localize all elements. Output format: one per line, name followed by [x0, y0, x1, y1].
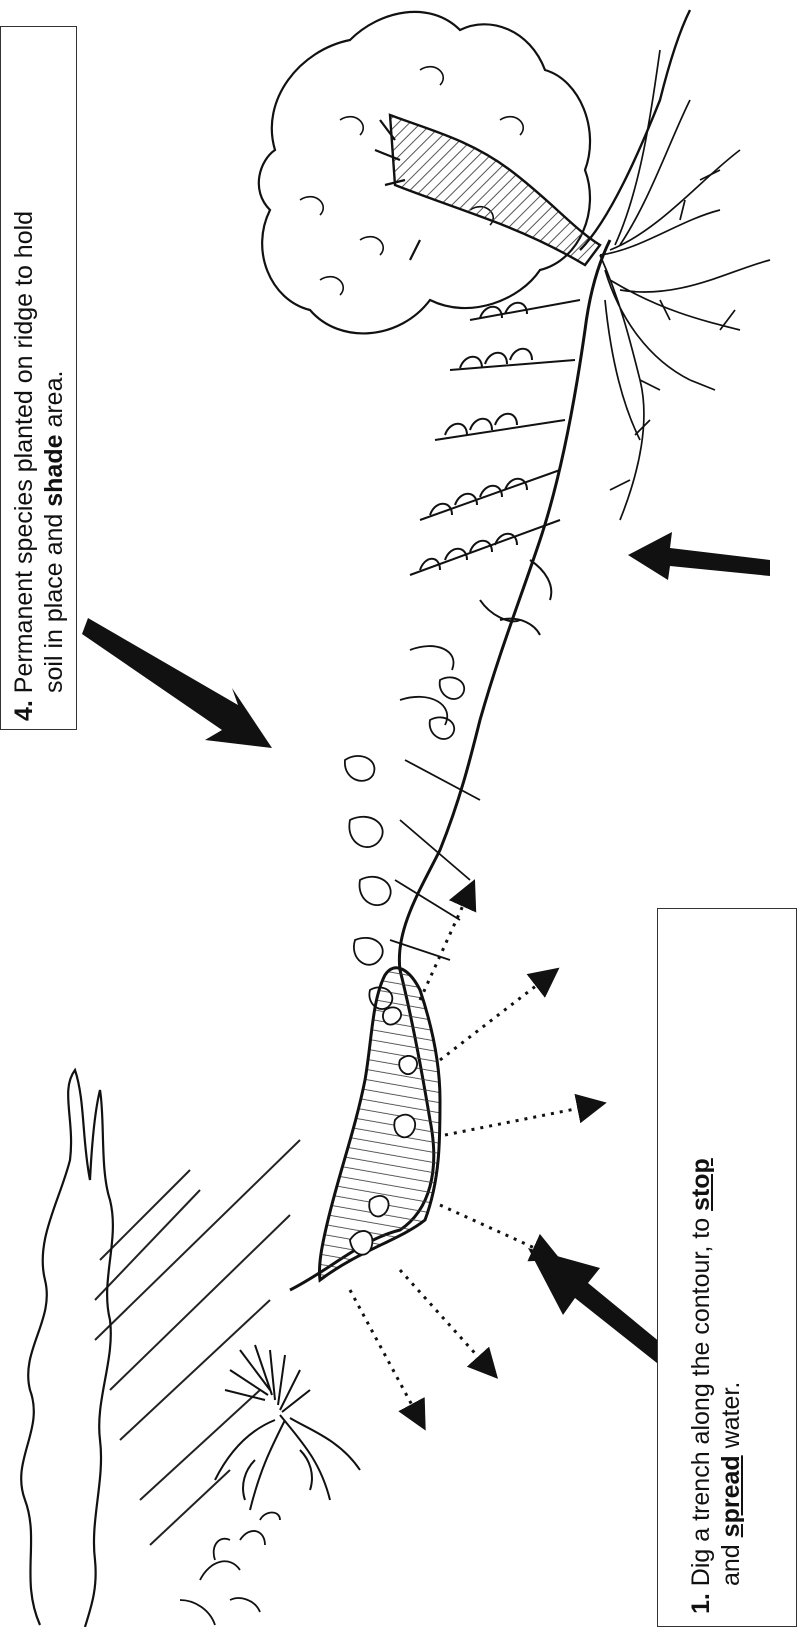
- shrub-icon: [21, 1070, 113, 1627]
- callout-1-line2: and spread water.: [716, 1158, 746, 1614]
- callout-1-line1: 1. Dig a trench along the contour, to st…: [686, 1158, 716, 1614]
- callout-permanent-species: 4. Permanent species planted on ridge to…: [0, 26, 77, 730]
- callout-1-line1-a: Dig a trench along the contour, to: [687, 1211, 715, 1586]
- rain-lines: [95, 1140, 300, 1545]
- callout-1-line2-a: and: [717, 1537, 745, 1586]
- tree-roots-icon: [600, 50, 770, 520]
- callout-4-bold-shade: shade: [40, 435, 68, 507]
- callout-4-line1-text: Permanent species planted on ridge to ho…: [10, 211, 38, 693]
- trench-icon: [319, 968, 440, 1280]
- callout-permanent-species-text: 4. Permanent species planted on ridge to…: [9, 211, 69, 721]
- callout-1-line2-b: water.: [717, 1382, 745, 1456]
- callout-dig-trench-text: 1. Dig a trench along the contour, to st…: [686, 1158, 746, 1614]
- callout-4-line1: 4. Permanent species planted on ridge to…: [9, 211, 39, 721]
- callout-dig-trench: 1. Dig a trench along the contour, to st…: [657, 908, 797, 1627]
- callout-4-number: 4.: [10, 700, 38, 721]
- callout-4-line2: soil in place and shade area.: [39, 211, 69, 721]
- callout-1-number: 1.: [687, 1593, 715, 1614]
- callout-4-line2-b: area.: [40, 371, 68, 435]
- callout-1-bold-spread: spread: [717, 1455, 745, 1537]
- seedling-icon: [180, 1513, 280, 1626]
- grass-tuft-icon: [215, 1345, 360, 1510]
- callout-4-line2-a: soil in place and: [40, 507, 68, 693]
- ground-line: [290, 240, 610, 1290]
- slope-line: [580, 10, 690, 250]
- tree-icon: [259, 12, 600, 334]
- ridge-shrubs-icon: [345, 646, 480, 1009]
- ridge-planting-icon: [410, 300, 580, 635]
- callout-1-bold-stop: stop: [687, 1158, 715, 1211]
